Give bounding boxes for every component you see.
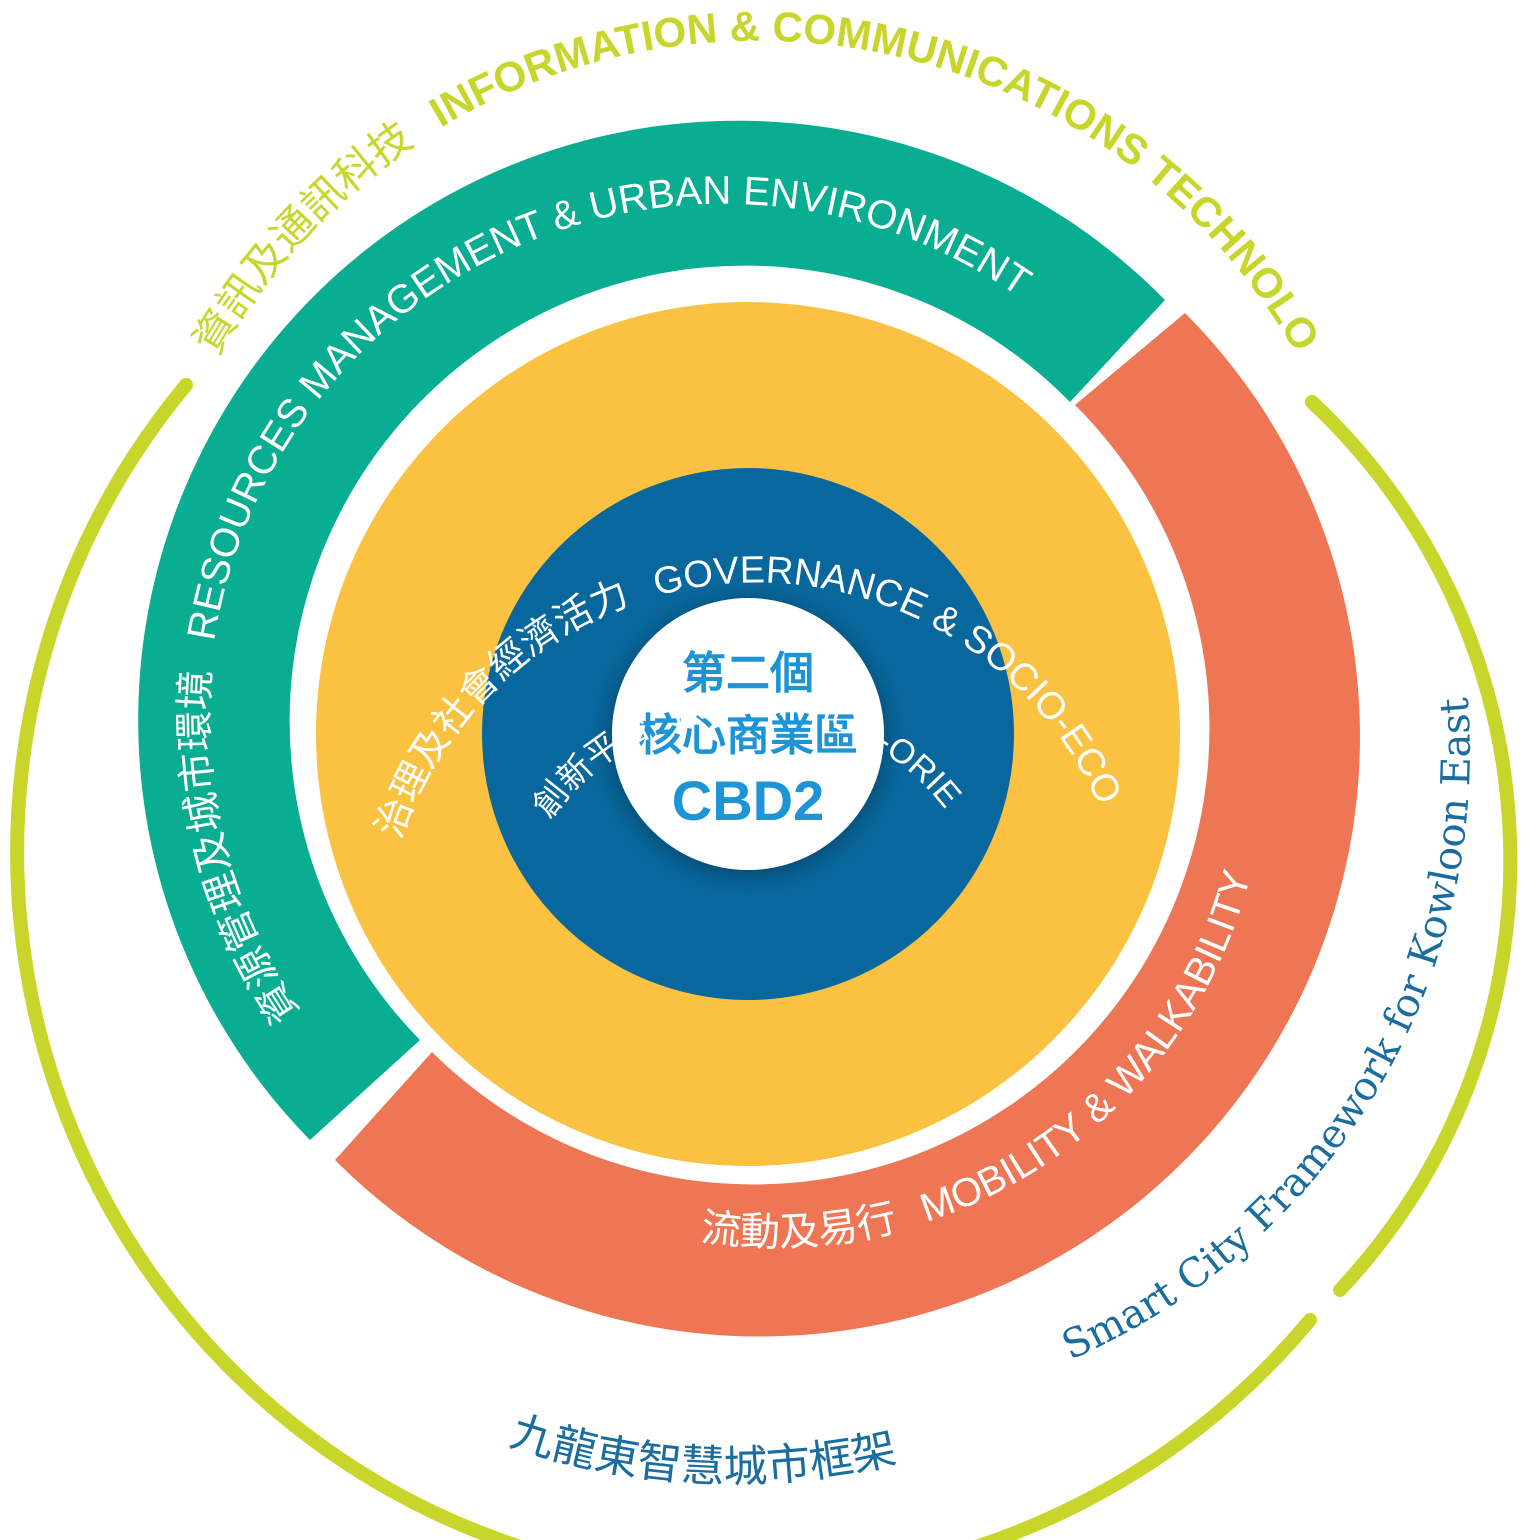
center-title-line3: CBD2 (672, 769, 824, 832)
center-disc (612, 598, 884, 870)
ict-outer-arc-left (10, 378, 1317, 1540)
resources-ring-segment (138, 120, 1165, 1140)
framework-title-zh: 九龍東智慧城市框架 (505, 1406, 901, 1493)
mobility-ring-segment (335, 313, 1360, 1337)
center-title-line1: 第二個 (682, 649, 814, 698)
center-title-line2: 核心商業區 (638, 711, 858, 760)
ict-outer-arc-right (1305, 395, 1518, 1297)
